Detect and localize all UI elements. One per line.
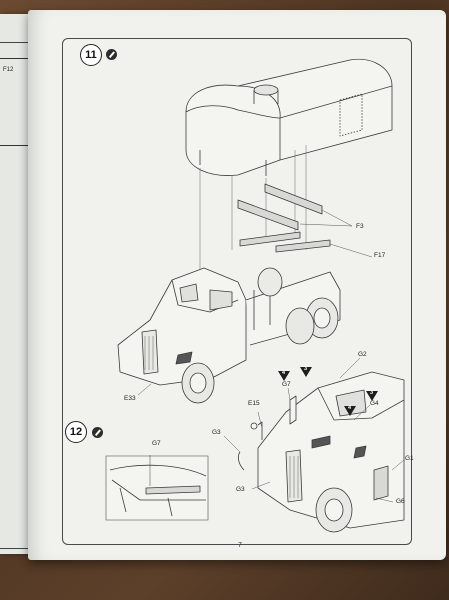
callout-triangle-4b (344, 406, 356, 416)
callout-markers (278, 367, 378, 416)
callout-triangle-3a (300, 367, 312, 377)
callout-triangle-3b (366, 391, 378, 401)
step-11-number: 11 (80, 44, 102, 66)
part-label-f3: F3 (356, 223, 364, 230)
part-label-g1: G1 (405, 455, 414, 462)
left-page-part-label: F12 (3, 67, 14, 73)
part-label-g7: G7 (282, 381, 291, 388)
callout-number-3a: 3 (304, 366, 308, 372)
tank-cover-drawing (185, 58, 393, 176)
callout-number-4b: 4 (348, 405, 352, 411)
glue-icon (92, 427, 103, 438)
part-label-g4: G4 (370, 400, 379, 407)
part-label-g6: G6 (396, 498, 405, 505)
glue-icon (106, 49, 117, 60)
part-label-e15: E15 (248, 400, 260, 407)
part-label-g7-inset: G7 (152, 440, 161, 447)
part-label-e33: E33 (124, 395, 136, 402)
part-label-g3-bottom: G3 (236, 486, 245, 493)
part-label-g3: G3 (212, 429, 221, 436)
callout-number-3b: 3 (370, 390, 374, 396)
step-12-number: 12 (65, 421, 87, 443)
truck-step12-drawing (237, 371, 405, 533)
part-label-g2: G2 (358, 351, 367, 358)
callout-triangle-4a (278, 371, 290, 381)
page-number: 7 (238, 542, 242, 549)
page-frame (62, 38, 412, 545)
inset-detail-drawing (105, 455, 209, 521)
f3-rails-drawing (237, 183, 331, 253)
part-label-f17: F17 (374, 252, 386, 259)
truck-step11-drawing (117, 267, 341, 404)
callout-number-4a: 4 (282, 370, 286, 376)
